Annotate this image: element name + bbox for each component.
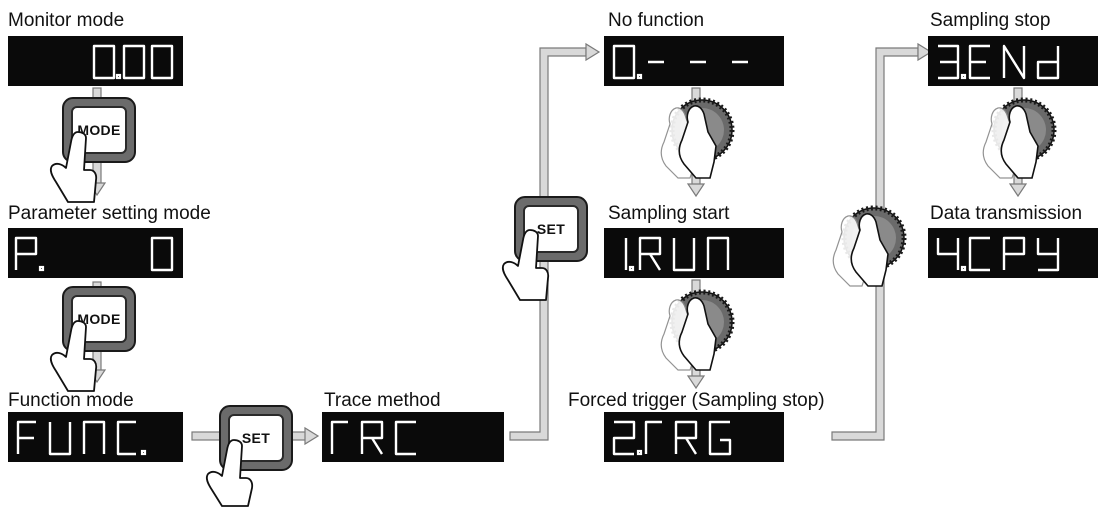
display-monitor-digits	[92, 44, 174, 80]
hand-press-icon	[49, 131, 98, 203]
label-no-function: No function	[608, 10, 705, 31]
mode-button-1[interactable]: MODE	[62, 97, 136, 163]
mode-button-1-label: MODE	[71, 106, 127, 154]
display-forced-trigger-digits	[612, 420, 732, 456]
display-sampling-stop	[928, 36, 1098, 86]
rotary-dial-icon	[660, 289, 735, 371]
arrow-head-trigger-to-stop	[917, 42, 933, 62]
set-button-1-frame: SET	[219, 405, 293, 471]
display-no-function	[604, 36, 784, 86]
rotary-dial-icon	[982, 97, 1057, 179]
label-trace-method: Trace method	[324, 390, 441, 411]
display-sampling-start-digits	[624, 236, 730, 272]
display-function	[8, 412, 183, 462]
hand-press-icon	[501, 229, 550, 301]
display-forced-trigger	[604, 412, 784, 462]
label-data-transmission: Data transmission	[930, 203, 1083, 224]
display-parameter-digits	[14, 236, 174, 272]
label-forced-trigger: Forced trigger (Sampling stop)	[568, 390, 825, 411]
label-parameter-setting-mode: Parameter setting mode	[8, 203, 211, 224]
arrow-head-nofunction-to-start	[686, 183, 706, 198]
arrow-head-stop-to-transmission	[1008, 183, 1028, 198]
set-button-1-label: SET	[228, 414, 284, 462]
display-sampling-start	[604, 228, 784, 278]
display-data-transmission-digits	[936, 236, 1060, 272]
display-sampling-stop-digits	[938, 44, 1060, 80]
display-function-digits	[16, 420, 147, 456]
rotary-dial-icon	[660, 97, 735, 179]
arrow-head-trace-to-nofunction	[585, 42, 601, 62]
display-trace-digits	[330, 420, 416, 456]
label-sampling-start: Sampling start	[608, 203, 730, 224]
label-monitor-mode: Monitor mode	[8, 10, 125, 31]
hand-press-icon	[49, 320, 98, 392]
mode-button-1-frame: MODE	[62, 97, 136, 163]
display-monitor	[8, 36, 183, 86]
display-parameter	[8, 228, 183, 278]
label-sampling-stop: Sampling stop	[930, 10, 1051, 31]
arrow-head-function-to-trace	[304, 426, 320, 446]
display-data-transmission	[928, 228, 1098, 278]
set-button-1[interactable]: SET	[219, 405, 293, 471]
label-function-mode: Function mode	[8, 390, 134, 411]
display-trace	[322, 412, 504, 462]
hand-press-icon	[205, 439, 254, 507]
arrow-head-start-to-trigger	[686, 375, 706, 390]
display-no-function-digits	[612, 44, 748, 80]
rotary-dial-icon	[832, 205, 907, 287]
